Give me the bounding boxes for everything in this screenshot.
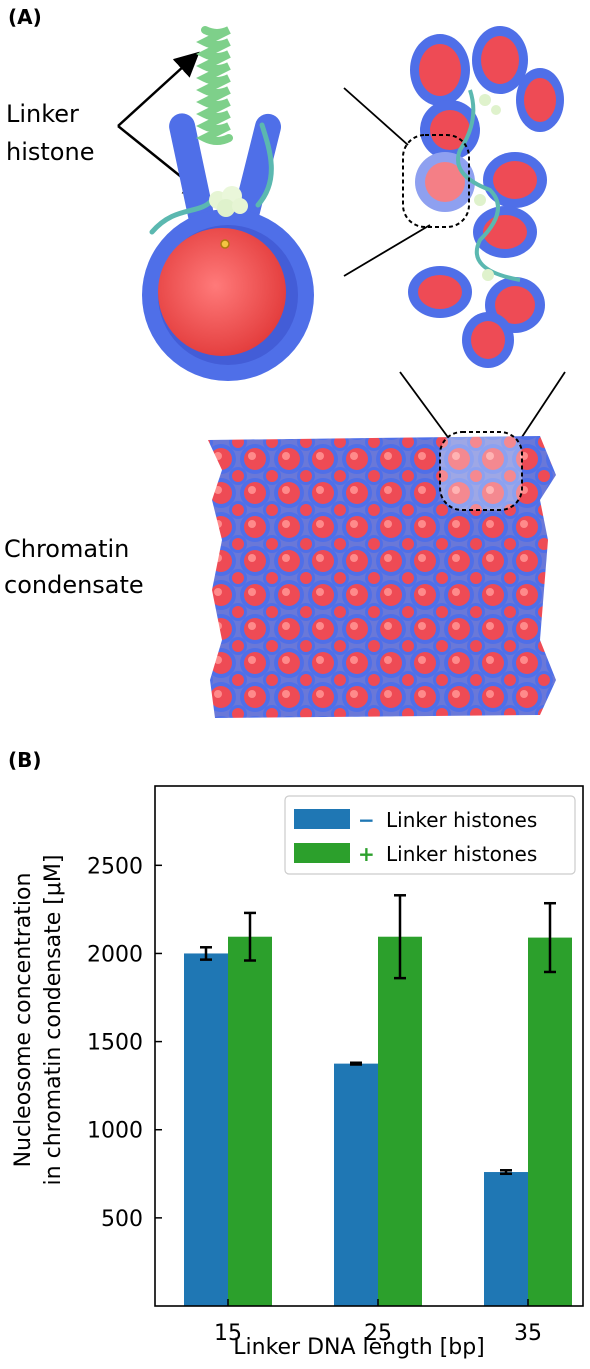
legend-label-minus: Linker histones	[386, 808, 537, 832]
x-tick-label-15: 15	[214, 1321, 242, 1346]
y-tick-label-2500: 2500	[87, 854, 143, 879]
error-bars-group	[200, 894, 556, 1176]
legend-swatch-plus	[294, 843, 350, 863]
legend: − Linker histones + Linker histones	[284, 795, 576, 875]
y-axis-label-line2: in chromatin condensate [μM]	[41, 855, 66, 1186]
chromatin-condensate-illustration	[208, 431, 556, 718]
panel-a-label: (A)	[8, 5, 42, 29]
condensate-label-line2: condensate	[4, 571, 144, 599]
legend-label-plus: Linker histones	[386, 842, 537, 866]
zoom-box-fiber	[402, 134, 470, 228]
bar-plus-25	[378, 936, 422, 1306]
y-axis: 500 1000 1500 2000 2500	[87, 854, 162, 1232]
arrow-to-helix	[117, 51, 200, 127]
bar-plus-15	[228, 936, 272, 1306]
linker-histone-helix	[196, 26, 233, 145]
legend-box	[284, 795, 576, 875]
x-axis-label: Linker DNA length [bp]	[233, 1335, 485, 1360]
panel-b: (B) Linker DNA length [bp] Nucleosome co…	[8, 748, 584, 1360]
linker-histone-globular-domain	[232, 198, 248, 214]
x-tick-label-25: 25	[364, 1321, 392, 1346]
error-bar-plus-35	[544, 901, 556, 974]
error-bar-minus-35	[500, 1169, 512, 1176]
linker-histone-label-line1: Linker	[6, 100, 79, 128]
y-tick-label-1500: 1500	[87, 1031, 143, 1056]
x-axis: 15 25 35	[214, 1299, 542, 1346]
bar-plus-35	[528, 937, 572, 1306]
bars-group	[184, 936, 572, 1306]
bar-minus-15	[184, 953, 228, 1306]
legend-swatch-minus	[294, 809, 350, 829]
bar-chart: Linker DNA length [bp] Nucleosome concen…	[11, 785, 584, 1360]
y-axis-label-line1: Nucleosome concentration	[11, 873, 36, 1168]
bar-minus-25	[334, 1063, 378, 1306]
y-tick-label-1000: 1000	[87, 1119, 143, 1144]
error-bar-minus-25	[350, 1061, 362, 1066]
y-tick-label-2000: 2000	[87, 942, 143, 967]
error-bar-minus-15	[200, 946, 212, 961]
plot-frame	[154, 785, 584, 1307]
linker-histone-label-line2: histone	[6, 138, 94, 166]
chromatin-fiber-illustration	[402, 26, 564, 368]
y-tick-label-500: 500	[101, 1207, 143, 1232]
bar-minus-35	[484, 1172, 528, 1306]
x-tick-label-35: 35	[514, 1321, 542, 1346]
error-bar-plus-25	[394, 894, 406, 980]
legend-symbol-minus: −	[358, 808, 375, 832]
histone-core	[158, 228, 286, 356]
panel-b-label: (B)	[8, 748, 42, 772]
nucleosome-illustration	[142, 26, 314, 381]
legend-symbol-plus: +	[358, 842, 375, 866]
panel-a: (A) Linker histone	[4, 5, 566, 718]
condensate-label-line1: Chromatin	[4, 535, 129, 563]
error-bar-plus-15	[244, 911, 256, 962]
